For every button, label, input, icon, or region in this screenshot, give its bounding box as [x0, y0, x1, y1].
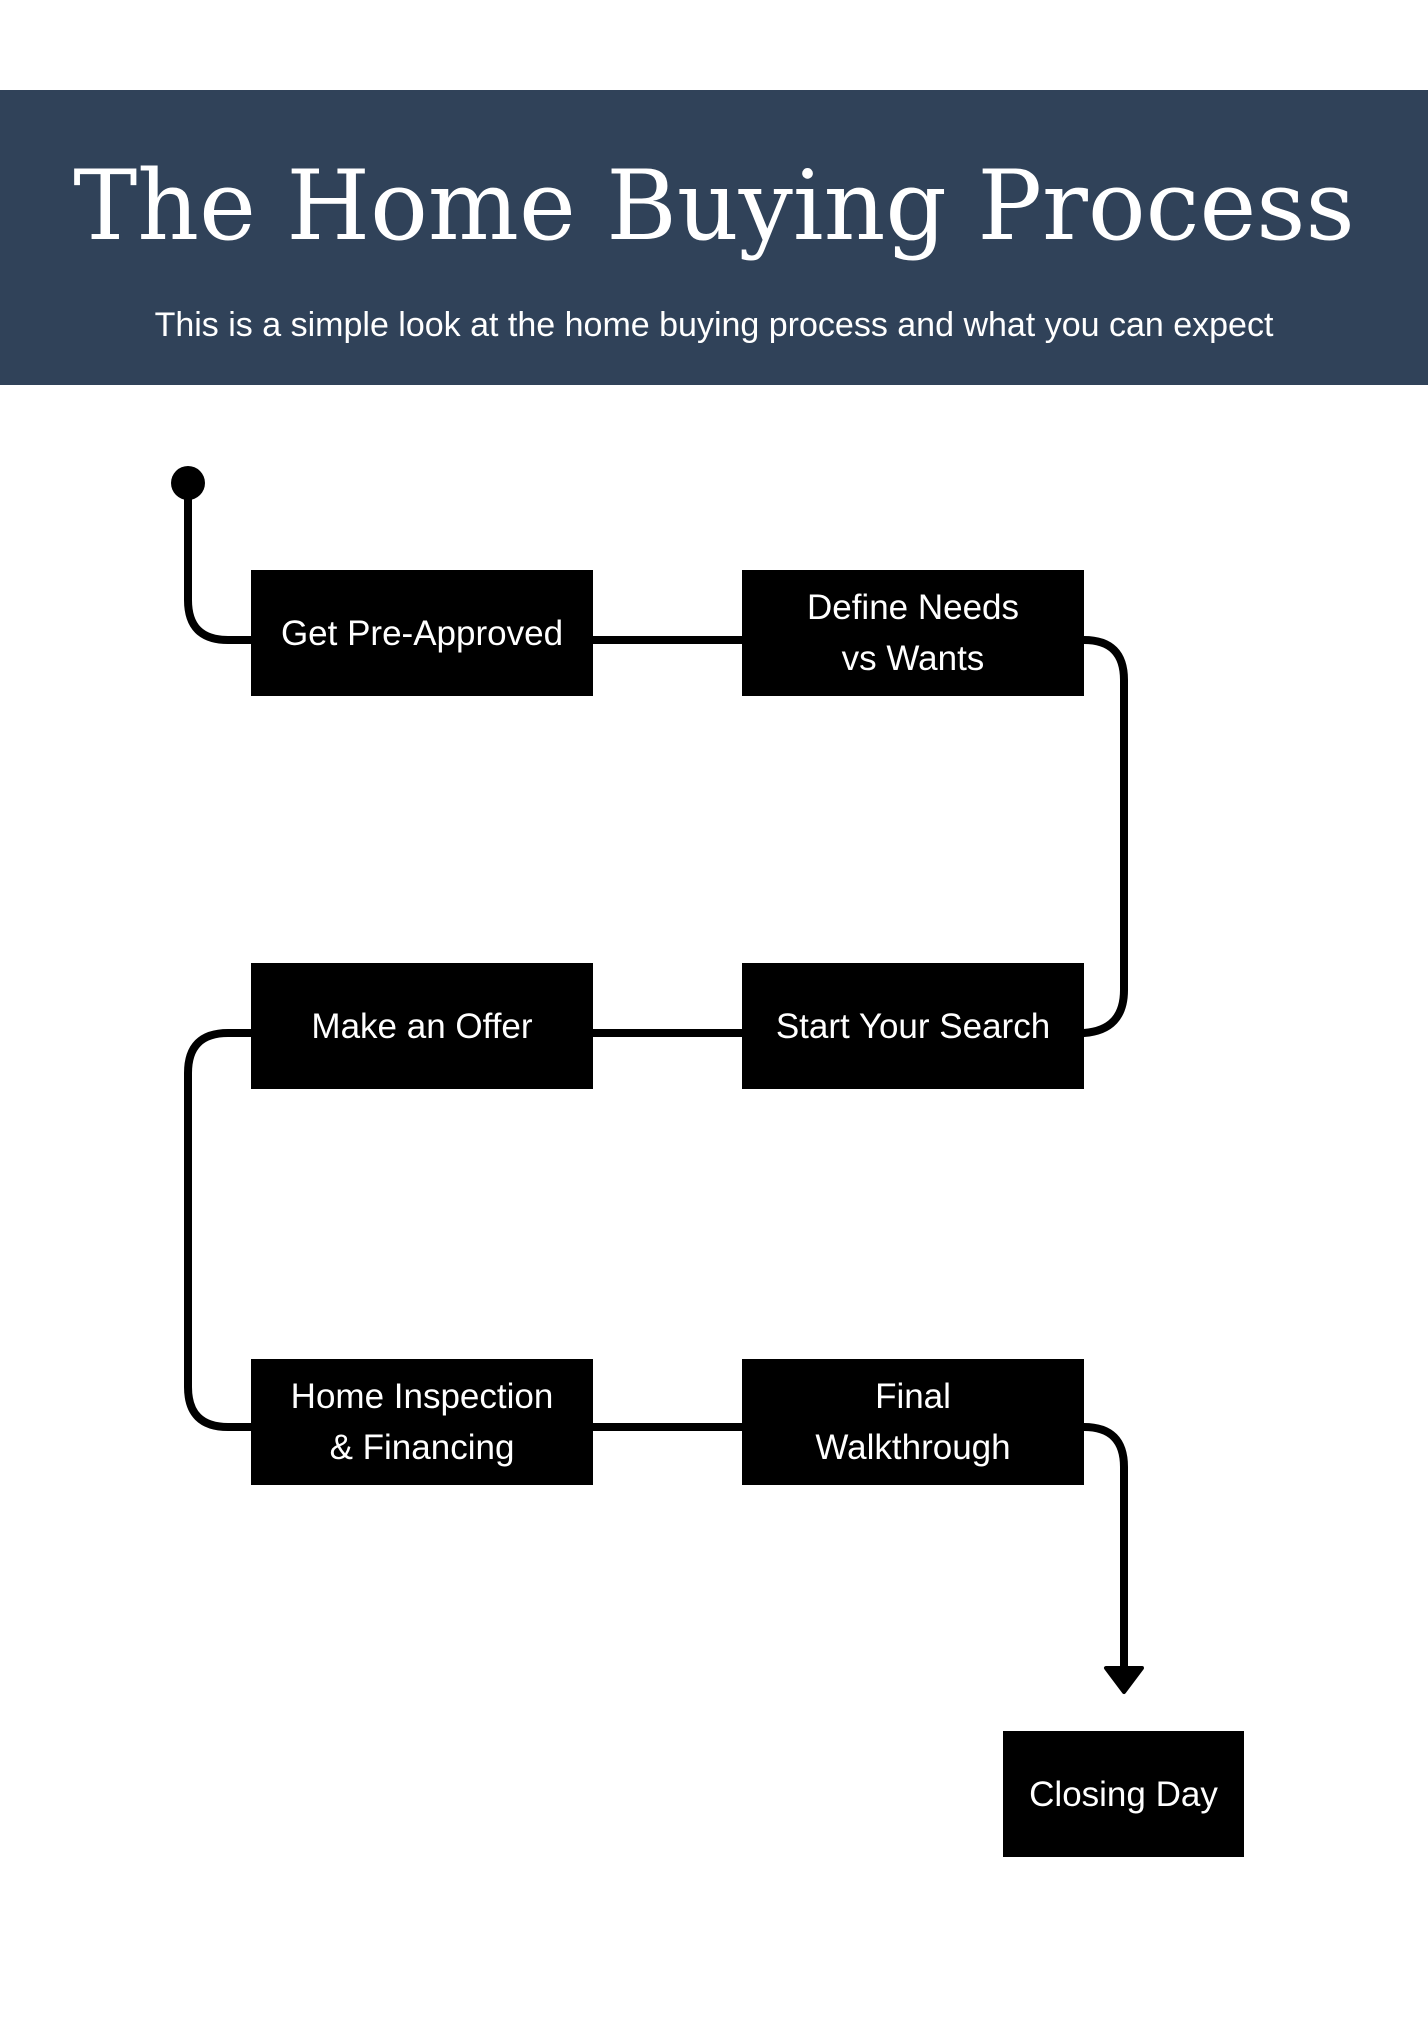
header-banner	[0, 90, 1428, 385]
page-subtitle: This is a simple look at the home buying…	[154, 306, 1274, 344]
page-title: The Home Buying Process	[73, 150, 1355, 262]
step-make-an-offer: Make an Offer	[251, 963, 593, 1089]
step-start-your-search: Start Your Search	[742, 963, 1084, 1089]
connector-needs-to-search	[1080, 636, 1128, 1037]
step-final-walkthrough: Final Walkthrough	[742, 1359, 1084, 1485]
connector-walkthrough-to-closing	[1080, 1423, 1128, 1680]
connector-start-to-pre-approved	[184, 481, 255, 644]
start-dot	[171, 466, 205, 500]
arrowhead-icon	[1104, 1666, 1144, 1694]
step-home-inspection-financing: Home Inspection & Financing	[251, 1359, 593, 1485]
connector-offer-to-inspection	[184, 1029, 255, 1431]
step-define-needs-vs-wants: Define Needs vs Wants	[742, 570, 1084, 696]
step-closing-day: Closing Day	[1003, 1731, 1244, 1857]
step-get-pre-approved: Get Pre-Approved	[251, 570, 593, 696]
